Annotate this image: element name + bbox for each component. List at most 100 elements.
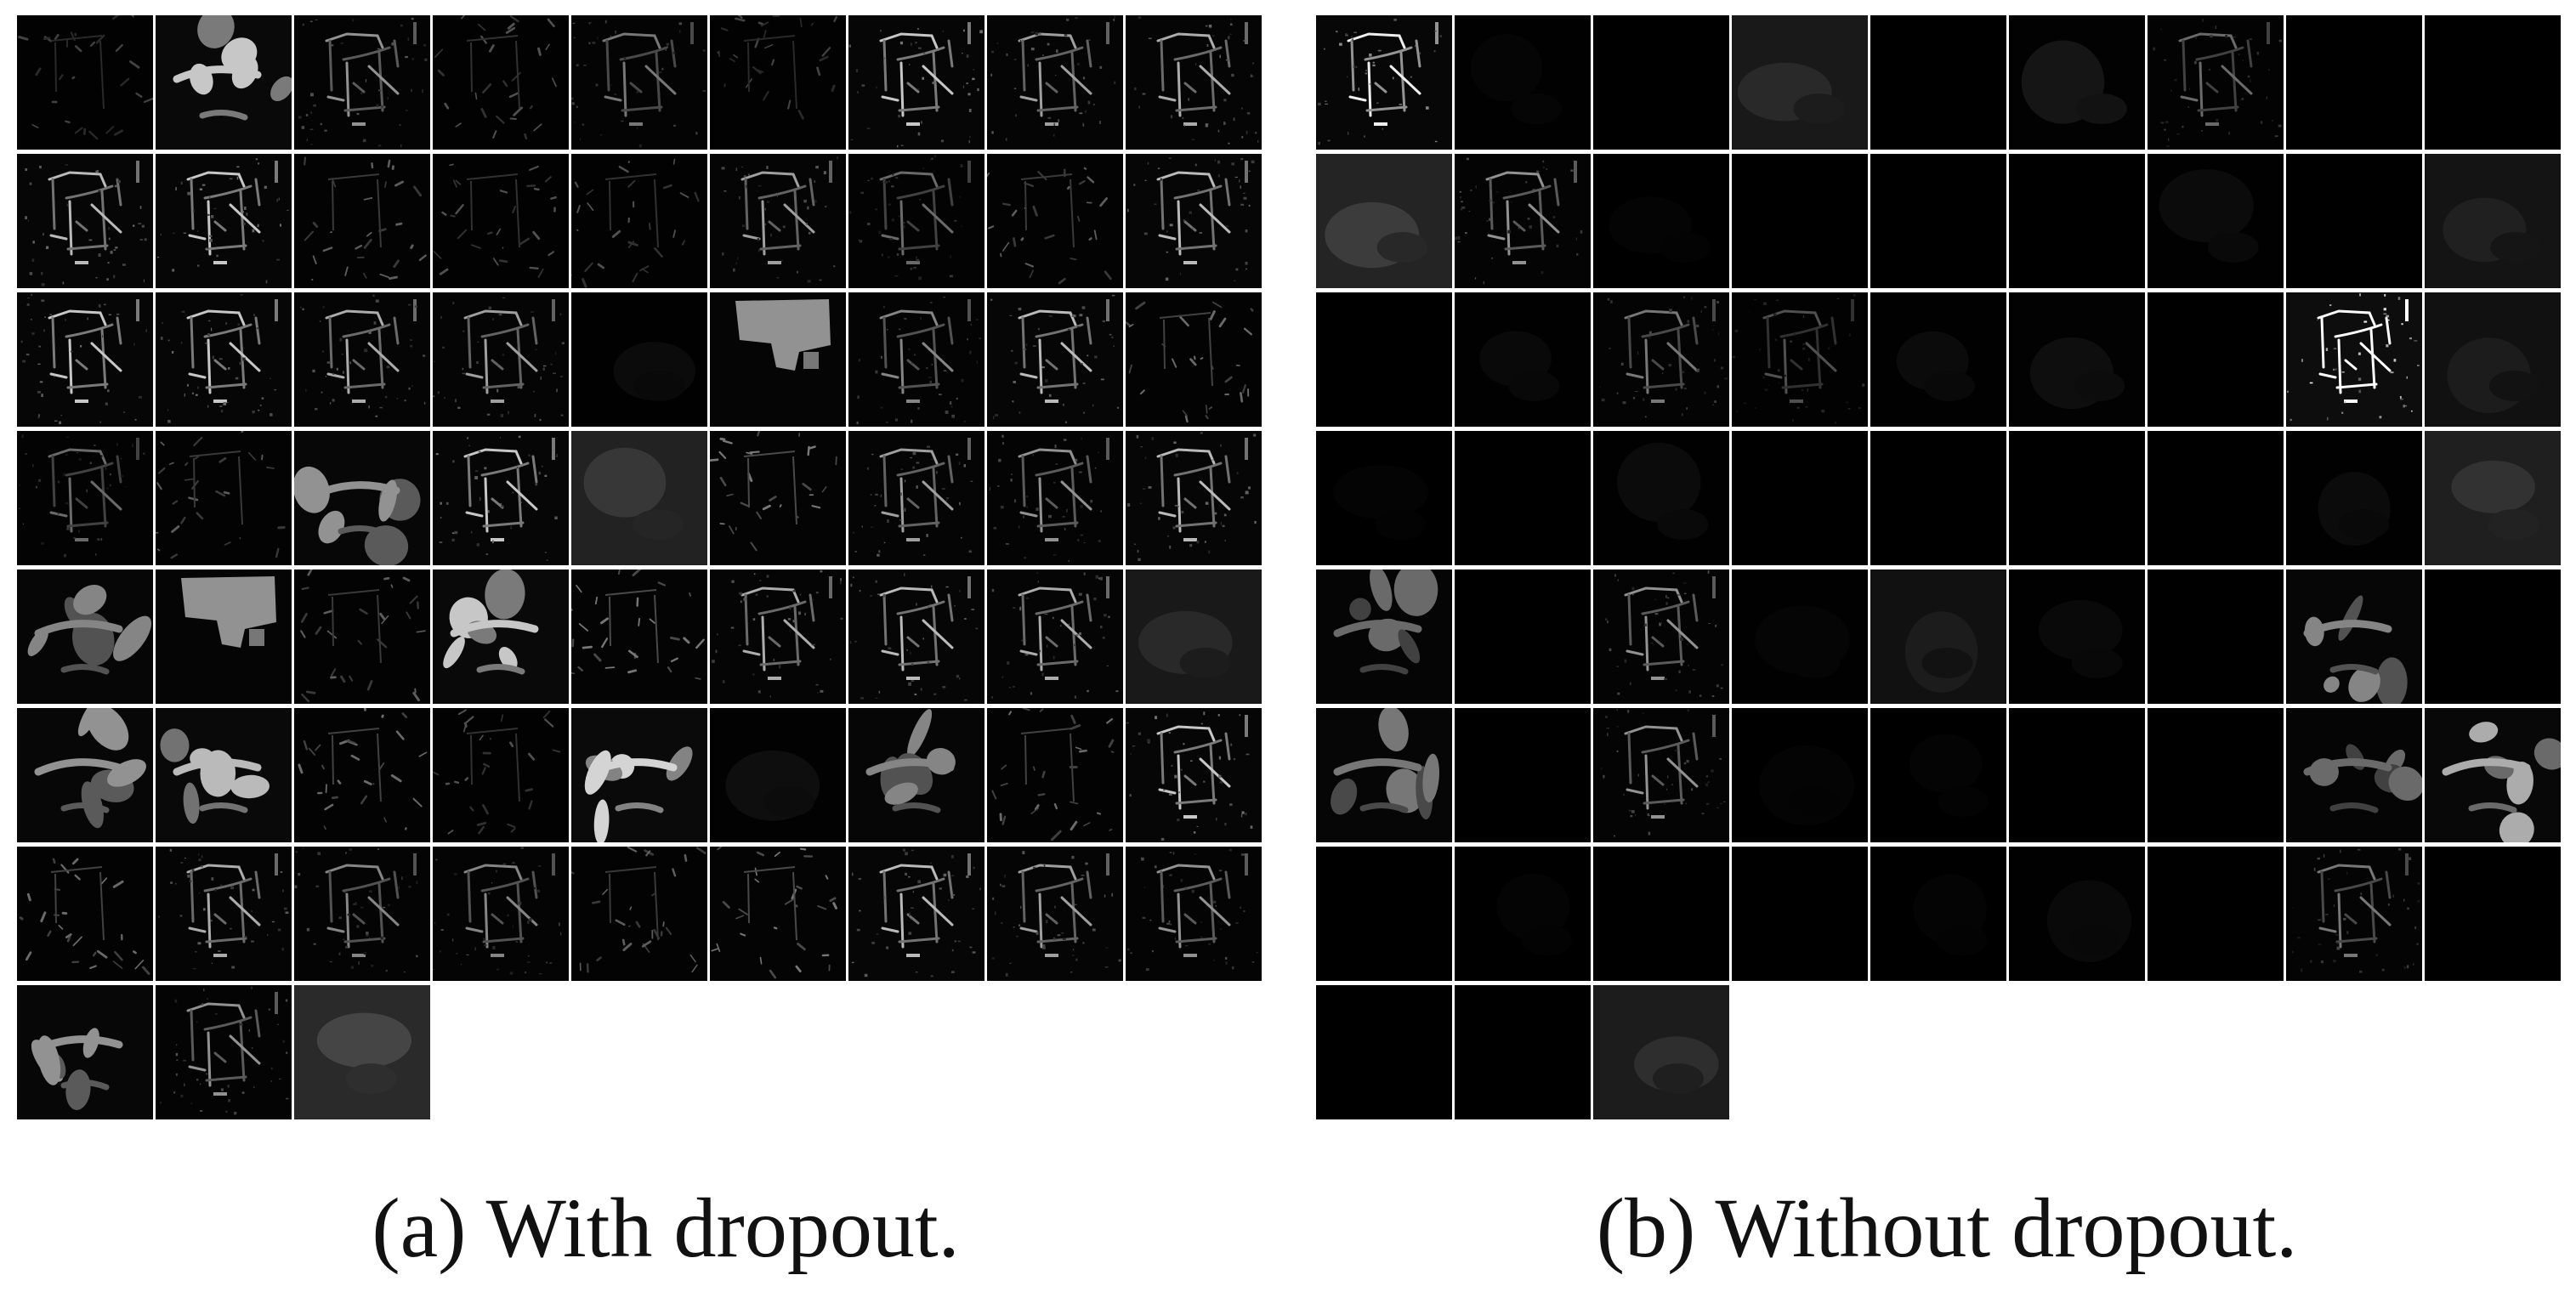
feature-map-tile: [1593, 847, 1729, 981]
feature-map-tile: [156, 570, 292, 704]
feature-map-image: [571, 570, 707, 704]
feature-map-image: [1455, 15, 1591, 150]
feature-map-tile: [1126, 431, 1262, 565]
feature-map-tile: [1455, 985, 1591, 1119]
feature-map-image: [1316, 154, 1452, 288]
feature-map-image: [710, 708, 846, 842]
feature-map-tile: [2009, 154, 2145, 288]
feature-map-tile: [1593, 154, 1729, 288]
feature-map-tile: [1732, 431, 1868, 565]
feature-map-tile: [2009, 570, 2145, 704]
feature-map-tile: [1593, 570, 1729, 704]
feature-map-image: [433, 708, 569, 842]
feature-map-image: [710, 154, 846, 288]
feature-map-tile: [710, 15, 846, 150]
feature-map-tile: [1455, 431, 1591, 565]
feature-map-tile: [1316, 154, 1452, 288]
feature-map-image: [1870, 570, 2006, 704]
feature-map-image: [848, 431, 984, 565]
feature-map-tile: [1316, 847, 1452, 981]
feature-map-image: [294, 154, 430, 288]
feature-map-image: [294, 570, 430, 704]
feature-map-tile: [2148, 154, 2284, 288]
feature-map-image: [1732, 431, 1868, 565]
feature-map-tile: [1455, 15, 1591, 150]
feature-map-image: [1593, 708, 1729, 842]
feature-map-image: [433, 847, 569, 981]
feature-map-image: [156, 708, 292, 842]
feature-map-tile: [17, 15, 153, 150]
feature-map-tile: [987, 847, 1123, 981]
feature-map-image: [156, 15, 292, 150]
feature-map-image: [1593, 431, 1729, 565]
feature-map-tile: [294, 292, 430, 427]
feature-map-image: [1126, 708, 1262, 842]
feature-map-tile: [1316, 570, 1452, 704]
feature-map-tile: [848, 570, 984, 704]
feature-map-tile: [848, 154, 984, 288]
feature-map-tile: [710, 708, 846, 842]
feature-map-image: [2425, 431, 2561, 565]
feature-map-tile: [987, 431, 1123, 565]
feature-map-image: [1126, 847, 1262, 981]
feature-map-tile: [1870, 292, 2006, 427]
feature-map-image: [710, 292, 846, 427]
feature-map-image: [2148, 570, 2284, 704]
feature-map-image: [1593, 154, 1729, 288]
feature-map-tile: [2009, 708, 2145, 842]
feature-map-image: [294, 708, 430, 842]
feature-map-tile: [1455, 154, 1591, 288]
feature-map-image: [1732, 708, 1868, 842]
feature-map-tile: [2009, 847, 2145, 981]
feature-map-tile: [2009, 15, 2145, 150]
feature-map-tile: [710, 154, 846, 288]
feature-map-image: [1126, 292, 1262, 427]
feature-map-tile: [2425, 847, 2561, 981]
feature-map-image: [17, 708, 153, 842]
feature-map-image: [17, 431, 153, 565]
feature-map-tile: [987, 708, 1123, 842]
feature-map-image: [571, 847, 707, 981]
feature-map-tile: [2425, 15, 2561, 150]
feature-map-tile: [987, 15, 1123, 150]
feature-map-image: [2009, 570, 2145, 704]
feature-map-image: [2148, 708, 2284, 842]
feature-map-image: [1732, 154, 1868, 288]
feature-map-image: [2148, 154, 2284, 288]
caption-with-dropout: (a) With dropout.: [372, 1181, 960, 1275]
feature-map-tile: [156, 154, 292, 288]
feature-map-image: [2425, 570, 2561, 704]
feature-map-image: [987, 847, 1123, 981]
feature-map-image: [17, 154, 153, 288]
feature-map-image: [2286, 154, 2422, 288]
feature-map-image: [17, 985, 153, 1119]
feature-map-image: [710, 431, 846, 565]
feature-map-tile: [17, 292, 153, 427]
feature-map-image: [987, 431, 1123, 565]
feature-map-image: [2009, 431, 2145, 565]
feature-map-tile: [1732, 15, 1868, 150]
feature-map-tile: [2009, 431, 2145, 565]
feature-map-tile: [17, 708, 153, 842]
feature-map-image: [2148, 847, 2284, 981]
feature-map-tile: [1316, 292, 1452, 427]
feature-map-image: [571, 15, 707, 150]
feature-map-tile: [1870, 15, 2006, 150]
feature-map-tile: [433, 154, 569, 288]
feature-map-tile: [1732, 570, 1868, 704]
feature-map-image: [2286, 292, 2422, 427]
feature-map-image: [294, 15, 430, 150]
feature-map-tile: [1455, 847, 1591, 981]
feature-map-image: [571, 431, 707, 565]
feature-map-tile: [294, 708, 430, 842]
feature-map-tile: [433, 292, 569, 427]
feature-map-tile: [2148, 847, 2284, 981]
feature-map-image: [2425, 708, 2561, 842]
feature-map-image: [17, 292, 153, 427]
feature-map-tile: [1126, 292, 1262, 427]
feature-map-image: [1455, 985, 1591, 1119]
feature-map-tile: [1593, 431, 1729, 565]
feature-map-tile: [1455, 570, 1591, 704]
feature-map-image: [294, 431, 430, 565]
feature-map-image: [1870, 431, 2006, 565]
